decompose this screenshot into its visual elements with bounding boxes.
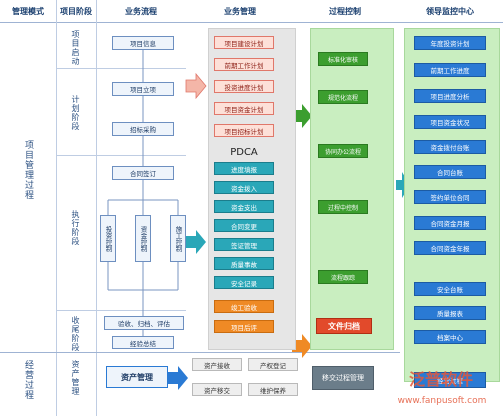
- control-office[interactable]: 协同办公流程: [318, 144, 368, 158]
- monitor-item-10[interactable]: 质量报表: [414, 306, 486, 320]
- flow-bidding[interactable]: 招标采购: [112, 122, 174, 136]
- flow-contract[interactable]: 合同签订: [112, 166, 174, 180]
- watermark-brand: 泛普软件: [408, 370, 473, 389]
- header-stage: 项目阶段: [60, 6, 92, 16]
- header-flow: 业务流程: [125, 6, 157, 16]
- mgmt-plan-0[interactable]: 项目建设计划: [214, 36, 274, 49]
- header-mgmt: 业务管理: [224, 6, 256, 16]
- pdca-label: PDCA: [230, 146, 258, 158]
- mgmt-exec-2[interactable]: 资金支出: [214, 200, 274, 213]
- monitor-item-9[interactable]: 安全台账: [414, 282, 486, 296]
- header-monitor: 领导监控中心: [426, 6, 474, 16]
- monitor-item-0[interactable]: 年度投资计划: [414, 36, 486, 50]
- header-underline: [0, 22, 503, 23]
- mgmt-exec-4[interactable]: 签证管理: [214, 238, 274, 251]
- mgmt-exec-6[interactable]: 安全记录: [214, 276, 274, 289]
- stage-close: 收尾阶段: [71, 316, 80, 352]
- divider-stage4: [0, 352, 400, 353]
- mgmt-asset-1[interactable]: 产权登记: [248, 358, 298, 371]
- monitor-panel: [404, 28, 500, 382]
- mgmt-plan-1[interactable]: 前期工作计划: [214, 58, 274, 71]
- watermark-url: www.fanpusoft.com: [397, 396, 487, 406]
- monitor-item-2[interactable]: 项目进度分析: [414, 89, 486, 103]
- mgmt-plan-3[interactable]: 项目资金计划: [214, 102, 274, 115]
- mgmt-asset-3[interactable]: 维护保养: [248, 383, 298, 396]
- header-mode: 管理模式: [12, 6, 44, 16]
- mgmt-exec-1[interactable]: 资金拨入: [214, 181, 274, 194]
- monitor-item-6[interactable]: 签约单位合同: [414, 190, 486, 204]
- flow-acceptance[interactable]: 验收、归档、评估: [104, 316, 184, 330]
- divider-stage2: [56, 155, 186, 156]
- flow-project-info[interactable]: 项目信息: [112, 36, 174, 50]
- stage-plan: 计划阶段: [71, 95, 80, 131]
- flow-summary[interactable]: 经验总结: [112, 336, 174, 349]
- control-track[interactable]: 流程跟踪: [318, 270, 368, 284]
- mgmt-asset-2[interactable]: 资产移交: [192, 383, 242, 396]
- divider-col2: [96, 0, 97, 416]
- flow-project-setup[interactable]: 项目立项: [112, 82, 174, 96]
- control-flow[interactable]: 规范化流程: [318, 90, 368, 104]
- flow-fund-control[interactable]: 资金控制: [135, 215, 151, 262]
- label-operation: 经营过程: [23, 360, 33, 400]
- control-standard[interactable]: 标准化审核: [318, 52, 368, 66]
- monitor-item-8[interactable]: 合同资金年报: [414, 241, 486, 255]
- flow-construct-control[interactable]: 施工控制: [170, 215, 186, 262]
- control-transfer[interactable]: 移交过程管理: [312, 366, 374, 390]
- mgmt-exec-0[interactable]: 进度填报: [214, 162, 274, 175]
- flow-asset-mgmt[interactable]: 资产管理: [106, 366, 168, 388]
- monitor-item-3[interactable]: 项目资金状况: [414, 115, 486, 129]
- mgmt-exec-5[interactable]: 质量事故: [214, 257, 274, 270]
- mgmt-close-0[interactable]: 竣工验收: [214, 300, 274, 313]
- mgmt-close-1[interactable]: 项目后评: [214, 320, 274, 333]
- monitor-item-5[interactable]: 合同台账: [414, 165, 486, 179]
- monitor-item-4[interactable]: 资金拨付台账: [414, 140, 486, 154]
- divider-col1: [56, 0, 57, 416]
- label-project-mgmt: 项目管理过程: [23, 140, 33, 200]
- divider-stage3: [56, 310, 186, 311]
- mgmt-asset-0[interactable]: 资产接收: [192, 358, 242, 371]
- stage-exec: 执行阶段: [71, 210, 80, 246]
- stage-start: 项目启动: [71, 30, 80, 66]
- monitor-item-11[interactable]: 档案中心: [414, 330, 486, 344]
- control-archive[interactable]: 文件归档: [316, 318, 372, 334]
- monitor-item-1[interactable]: 前期工作进度: [414, 63, 486, 77]
- mgmt-plan-2[interactable]: 投资进度计划: [214, 80, 274, 93]
- header-control: 过程控制: [329, 6, 361, 16]
- divider-stage1: [56, 68, 186, 69]
- stage-asset: 资产管理: [71, 360, 80, 396]
- monitor-item-7[interactable]: 合同资金月报: [414, 216, 486, 230]
- mgmt-plan-4[interactable]: 项目招标计划: [214, 124, 274, 137]
- monitor-bottom[interactable]: 经营过程: [414, 372, 486, 388]
- mgmt-exec-3[interactable]: 合同变更: [214, 219, 274, 232]
- control-process[interactable]: 过程中控制: [318, 200, 368, 214]
- flow-invest-control[interactable]: 投资控制: [100, 215, 116, 262]
- control-panel: [310, 28, 394, 350]
